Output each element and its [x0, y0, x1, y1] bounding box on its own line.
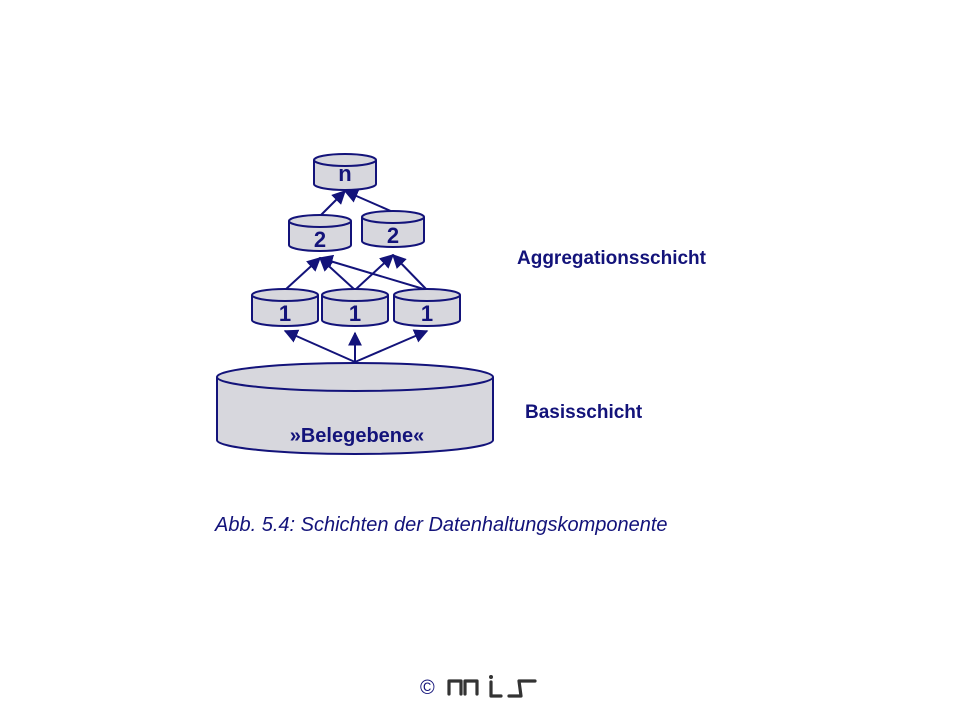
arrow-base-to-l1-left: [283, 329, 356, 363]
node-level2-right-label: 2: [387, 223, 399, 248]
figure-caption: Abb. 5.4: Schichten der Datenhaltungskom…: [215, 514, 668, 536]
cylinder-level2-right: 2: [361, 210, 425, 248]
arrow-l2-left-to-top: [319, 190, 346, 217]
node-top-label: n: [338, 161, 351, 186]
cylinder-top: n: [313, 153, 377, 191]
cylinder-level1-middle: 1: [321, 288, 389, 327]
arrow-l1-middle-to-l2-right: [354, 254, 395, 291]
cylinder-level1-right: 1: [393, 288, 461, 327]
base-layer-label: Basisschicht: [525, 402, 643, 423]
arrow-base-to-l1-right: [354, 329, 429, 363]
node-level1-left-label: 1: [279, 301, 291, 326]
base-label: »Belegebene«: [290, 425, 425, 447]
copyright-symbol: ©: [420, 676, 435, 699]
cylinder-level1-left: 1: [251, 288, 319, 327]
arrows: [283, 189, 429, 363]
footer: ©: [420, 672, 543, 704]
aggregation-layer-label: Aggregationsschicht: [517, 248, 706, 269]
arrow-l1-right-to-l2-right: [392, 253, 428, 291]
arrow-l1-left-to-l2-left: [284, 257, 322, 291]
arrow-l1-right-to-l2-left: [318, 254, 428, 291]
cylinder-level2-left: 2: [288, 214, 352, 252]
mis-logo: [447, 675, 537, 698]
node-level1-right-label: 1: [421, 301, 433, 326]
arrow-l2-right-to-top: [343, 189, 394, 213]
node-level1-middle-label: 1: [349, 301, 361, 326]
node-level2-left-label: 2: [314, 227, 326, 252]
cylinder-base: »Belegebene«: [216, 362, 494, 455]
